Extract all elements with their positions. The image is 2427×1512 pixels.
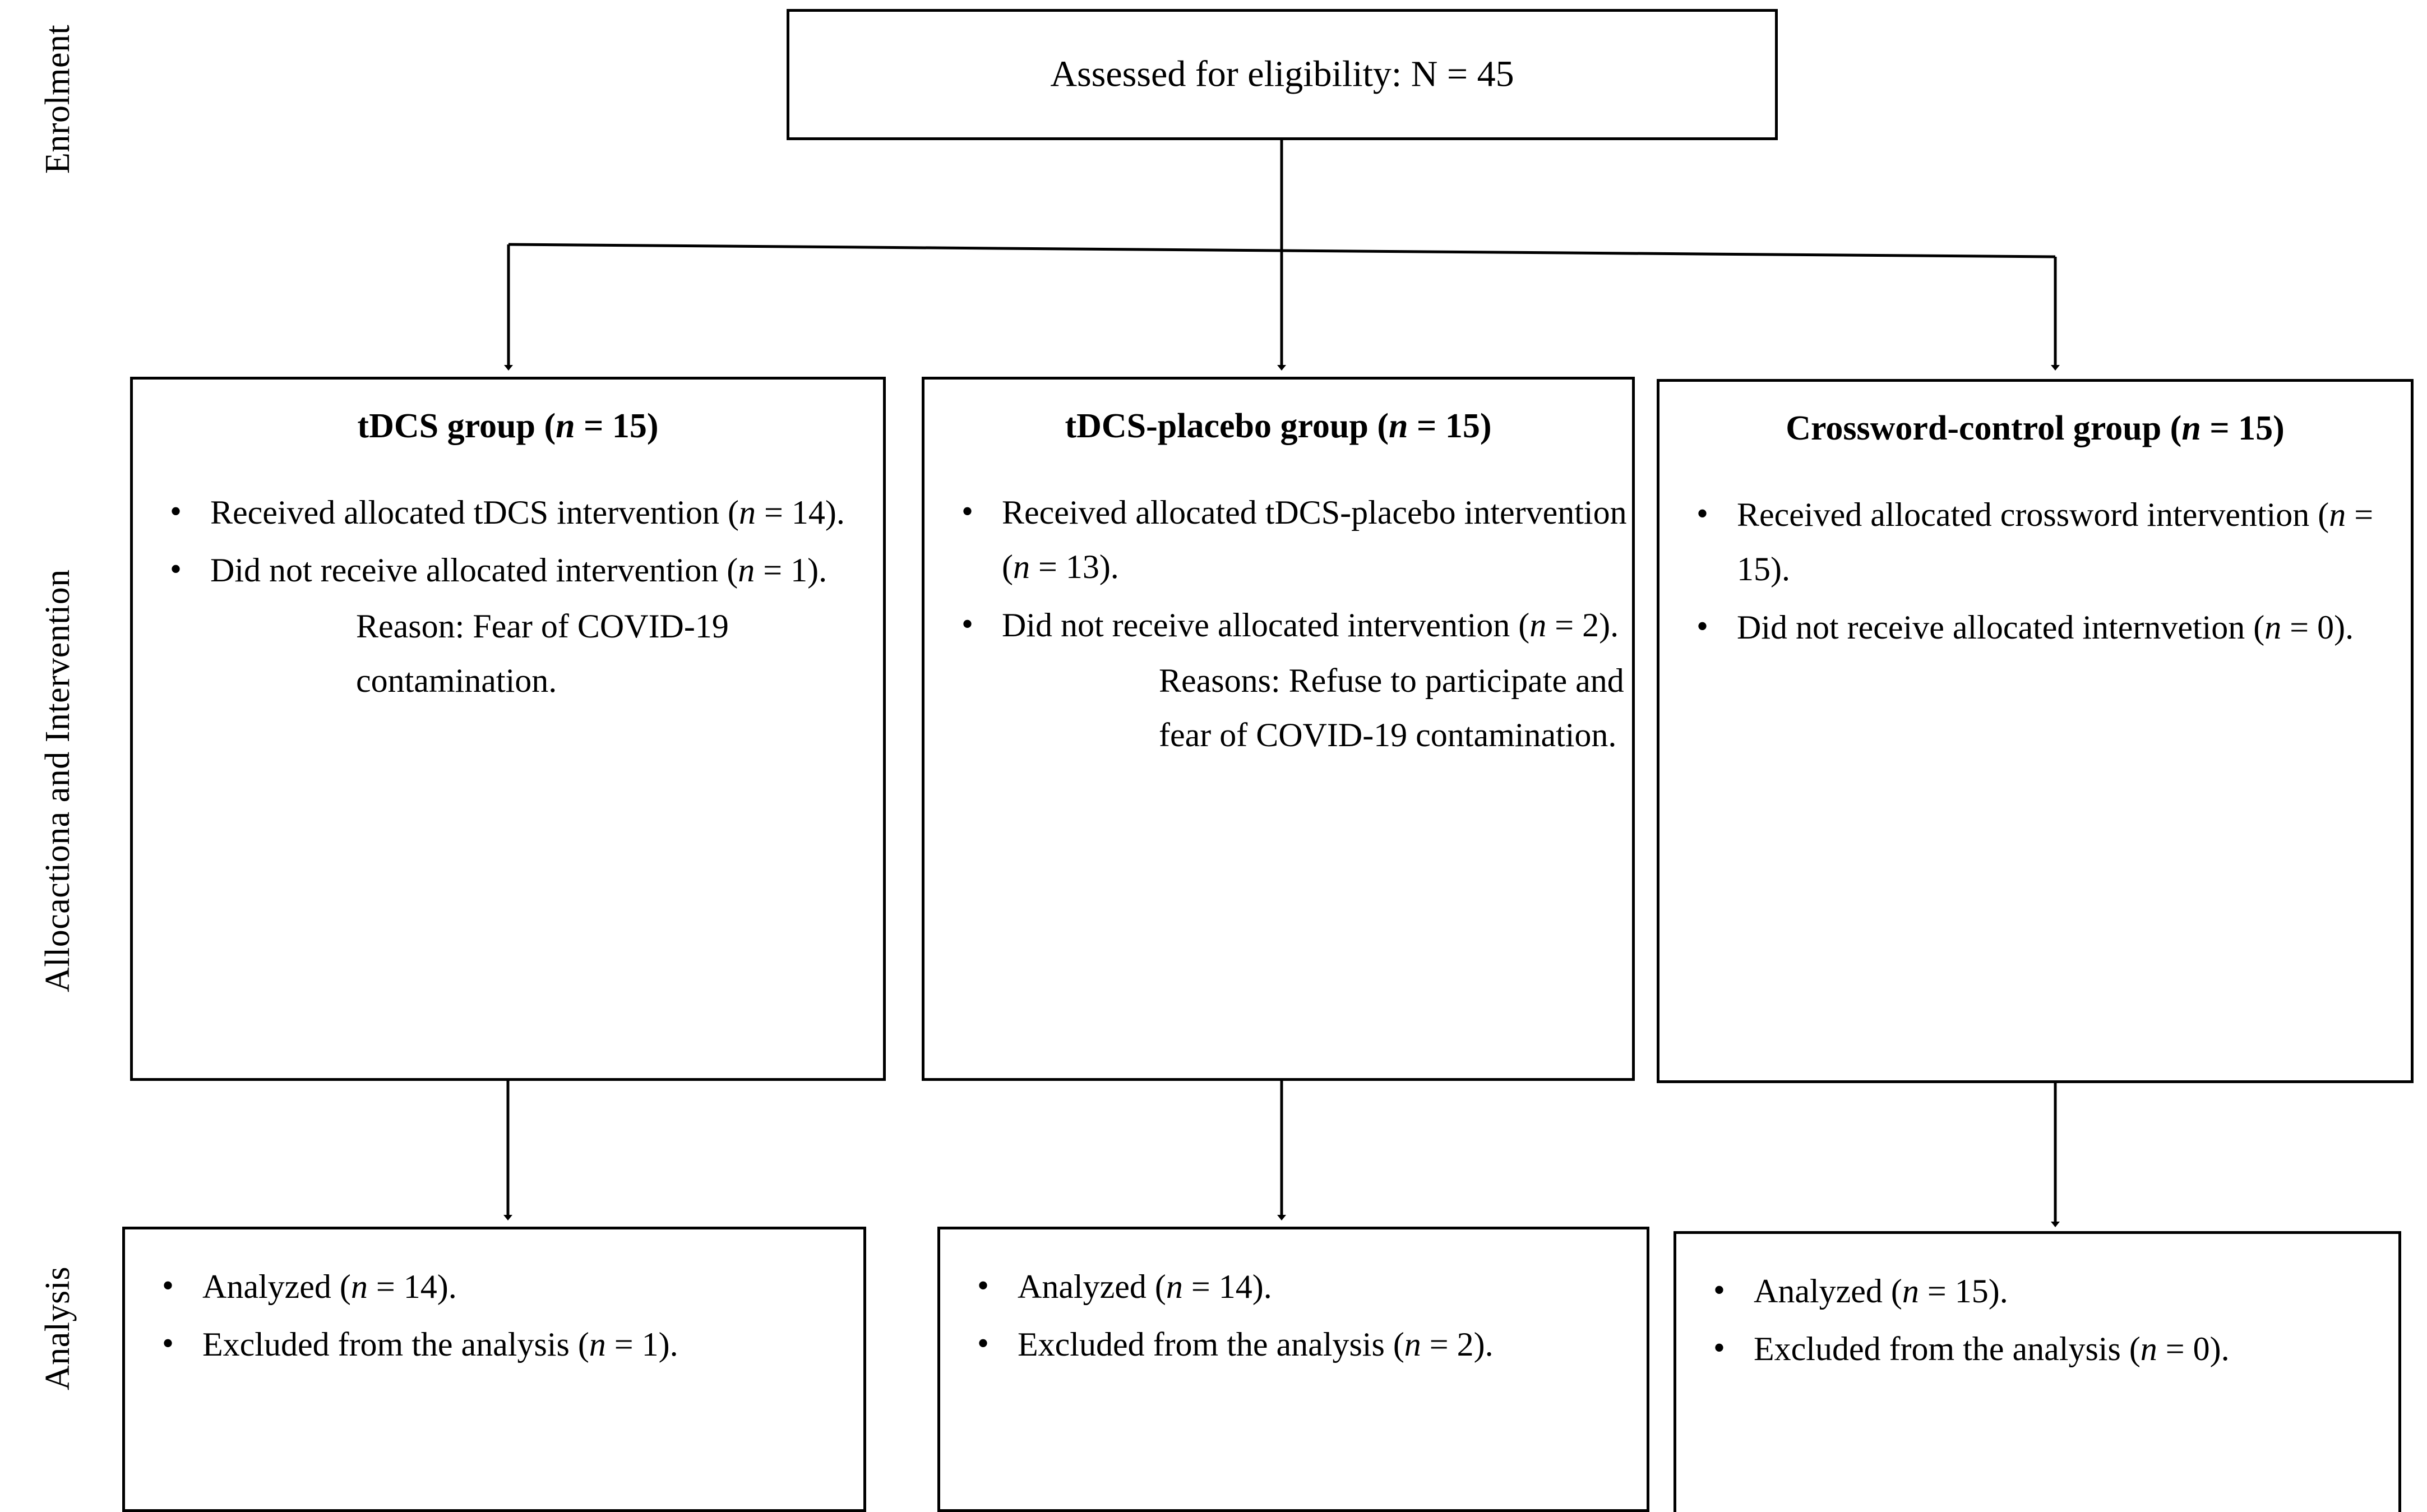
allocation-title-placebo-n: n (1389, 407, 1408, 445)
item-text-after: = 0). (2281, 608, 2354, 646)
item-n: n (739, 494, 756, 531)
list-item: Received allocated tDCS-placebo interven… (924, 484, 1632, 594)
allocation-box-tdcs: tDCS group (n = 15) Received allocated t… (130, 377, 886, 1081)
list-item: Did not receive allocated internvetion (… (1659, 599, 2411, 655)
list-item: Excluded from the analysis (n = 2). (940, 1316, 1647, 1372)
item-text-after: = 14). (1182, 1268, 1272, 1305)
analysis-list-tdcs: Analyzed (n = 14). Excluded from the ana… (125, 1259, 863, 1372)
allocation-title-tdcs-tail: = 15) (575, 407, 659, 445)
item-text-before: Did not receive allocated intervention ( (210, 552, 738, 589)
analysis-list-tdcs-placebo: Analyzed (n = 14). Excluded from the ana… (940, 1259, 1647, 1372)
stage-label-analysis: Analysis (39, 1266, 77, 1390)
item-text-after: = 14). (367, 1268, 457, 1305)
item-text-after: = 14). (756, 494, 845, 531)
item-text-before: Excluded from the analysis ( (1754, 1330, 2141, 1368)
allocation-title-tdcs: tDCS group (n = 15) (147, 406, 868, 446)
item-n: n (1166, 1268, 1183, 1305)
enrolment-box-text: Assessed for eligibility: N = 45 (1050, 53, 1514, 95)
item-n: n (1902, 1273, 1919, 1310)
item-text-before: Did not receive allocated internvetion ( (1737, 608, 2265, 646)
list-item: Did not receive allocated intervention (… (924, 597, 1632, 763)
allocation-box-crossword-control: Crossword-control group (n = 15) Receive… (1657, 379, 2414, 1083)
allocation-reasons-tdcs-placebo: Reasons: Refuse to participate and fear … (1159, 662, 1624, 754)
allocation-title-crossword-n: n (2181, 409, 2201, 447)
item-text-after: = 1). (605, 1326, 678, 1363)
list-item: Excluded from the analysis (n = 0). (1676, 1321, 2398, 1376)
item-text-before: Excluded from the analysis ( (202, 1326, 589, 1363)
allocation-title-tdcs-main: tDCS group ( (357, 407, 556, 445)
allocation-title-crossword-control: Crossword-control group (n = 15) (1674, 409, 2396, 448)
item-text-after: = 15). (1919, 1273, 2008, 1310)
connector-distribution-bar (508, 243, 2056, 258)
item-text-after: = 2). (1421, 1326, 1494, 1363)
list-item: Received allocated tDCS intervention (n … (133, 484, 883, 540)
list-item: Analyzed (n = 14). (125, 1259, 863, 1314)
allocation-title-crossword-tail: = 15) (2201, 409, 2285, 447)
stage-label-enrolment: Enrolment (39, 24, 77, 174)
item-text-before: Received allocated tDCS-placebo interven… (1002, 494, 1627, 586)
item-n: n (350, 1268, 368, 1305)
allocation-title-tdcs-placebo: tDCS-placebo group (n = 15) (939, 406, 1617, 446)
analysis-box-tdcs: Analyzed (n = 14). Excluded from the ana… (122, 1227, 866, 1512)
list-item: Received allocated crossword interventio… (1659, 487, 2411, 597)
item-n: n (1013, 548, 1030, 586)
item-n: n (738, 552, 755, 589)
allocation-list-tdcs-placebo: Received allocated tDCS-placebo interven… (924, 484, 1632, 763)
allocation-title-tdcs-n: n (556, 407, 575, 445)
item-n: n (2140, 1330, 2157, 1368)
allocation-box-tdcs-placebo: tDCS-placebo group (n = 15) Received all… (922, 377, 1635, 1081)
item-text-after: = 2). (1546, 606, 1619, 644)
item-text-before: Analyzed ( (1754, 1273, 1902, 1310)
allocation-title-placebo-main: tDCS-placebo group ( (1065, 407, 1389, 445)
allocation-list-crossword-control: Received allocated crossword interventio… (1659, 487, 2411, 655)
analysis-list-crossword-control: Analyzed (n = 15). Excluded from the ana… (1676, 1263, 2398, 1376)
allocation-title-placebo-tail: = 15) (1408, 407, 1492, 445)
allocation-list-tdcs: Received allocated tDCS intervention (n … (133, 484, 883, 708)
item-text-before: Excluded from the analysis ( (1018, 1326, 1404, 1363)
item-n: n (1529, 606, 1547, 644)
item-n: n (2329, 496, 2346, 534)
analysis-box-tdcs-placebo: Analyzed (n = 14). Excluded from the ana… (937, 1227, 1649, 1512)
analysis-box-crossword-control: Analyzed (n = 15). Excluded from the ana… (1674, 1231, 2401, 1512)
item-text-before: Received allocated tDCS intervention ( (210, 494, 739, 531)
item-text-after: = 13). (1029, 548, 1119, 586)
stage-label-allocation: Allocactiona and Intervention (39, 569, 77, 992)
list-item: Did not receive allocated intervention (… (133, 542, 883, 708)
item-text-before: Did not receive allocated intervention ( (1002, 606, 1530, 644)
item-text-after: = 0). (2157, 1330, 2230, 1368)
item-text-before: Analyzed ( (1018, 1268, 1166, 1305)
list-item: Analyzed (n = 15). (1676, 1263, 2398, 1319)
item-n: n (2264, 608, 2282, 646)
allocation-title-crossword-main: Crossword-control group ( (1786, 409, 2182, 447)
item-n: n (1404, 1326, 1421, 1363)
item-text-after: = 15). (1737, 496, 2374, 588)
item-n: n (589, 1326, 606, 1363)
enrolment-box: Assessed for eligibility: N = 45 (787, 9, 1778, 140)
item-text-after: = 1). (755, 552, 828, 589)
list-item: Excluded from the analysis (n = 1). (125, 1316, 863, 1372)
allocation-reason-tdcs: Reason: Fear of COVID-19 contamination. (356, 607, 729, 699)
list-item: Analyzed (n = 14). (940, 1259, 1647, 1314)
item-text-before: Received allocated crossword interventio… (1737, 496, 2329, 534)
item-text-before: Analyzed ( (202, 1268, 351, 1305)
